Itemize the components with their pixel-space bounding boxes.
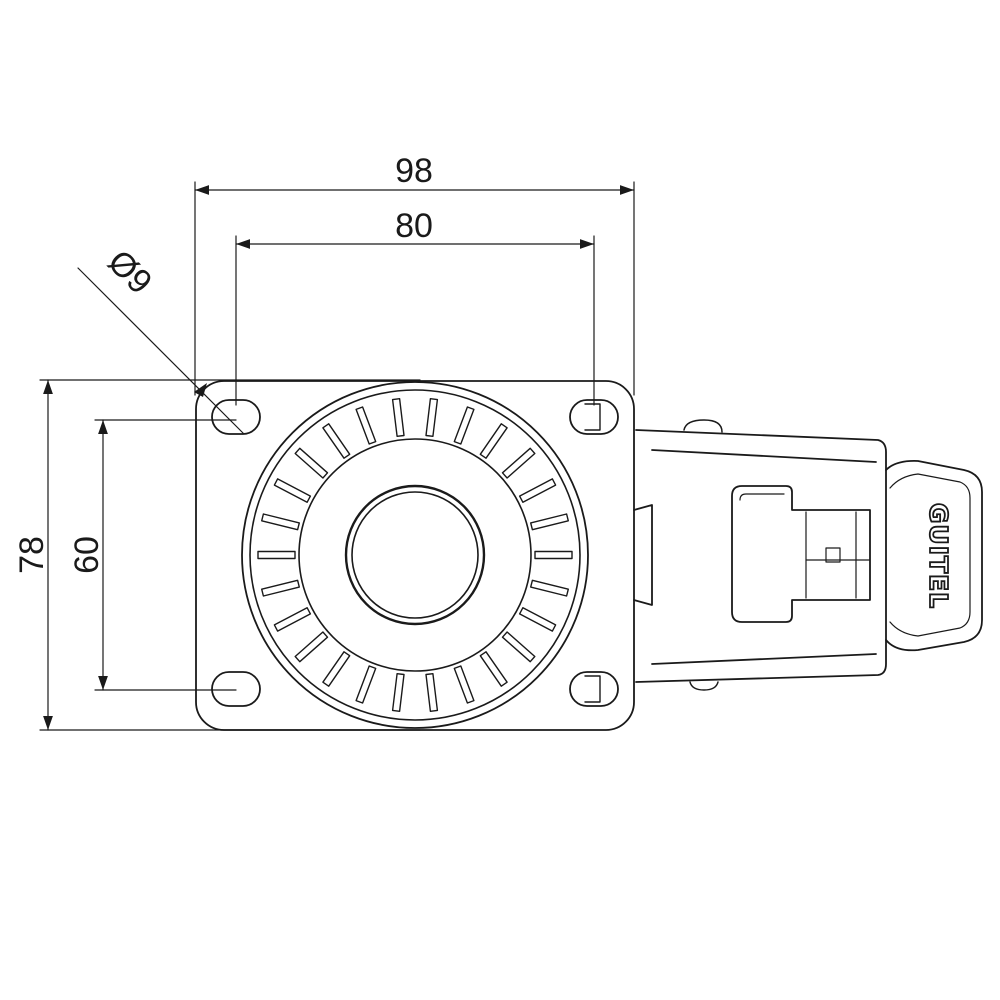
mount-hole-bottom-left	[211, 671, 261, 707]
wheel-rib	[425, 673, 439, 712]
mount-hole-top-right	[569, 399, 619, 435]
wheel-rib	[479, 651, 508, 687]
wheel-rib	[453, 406, 475, 445]
wheel-rib	[257, 550, 296, 560]
wheel-rib	[391, 398, 405, 437]
dimension-78-label: 78	[13, 536, 51, 574]
wheel-rib	[501, 447, 536, 479]
brake-assembly	[633, 419, 983, 691]
wheel-rib	[518, 607, 557, 632]
dimension-80-label: 80	[395, 207, 433, 245]
wheel-rib	[355, 665, 377, 704]
mounting-plate	[195, 380, 635, 731]
swivel-wheel	[241, 381, 589, 729]
wheel-ribs	[257, 398, 573, 712]
wheel-rib	[534, 550, 573, 560]
dimension-98-label: 98	[395, 152, 433, 190]
axle-hub-outer	[344, 484, 486, 626]
wheel-rib	[530, 579, 569, 597]
wheel-rib	[453, 665, 475, 704]
wheel-rib	[355, 406, 377, 445]
mount-hole-top-left	[211, 399, 261, 435]
wheel-rib	[391, 673, 405, 712]
wheel-rib	[261, 579, 300, 597]
wheel-rib	[425, 398, 439, 437]
brake-pedal	[885, 460, 983, 652]
wheel-rib	[273, 478, 312, 503]
axle-hub-inner	[351, 491, 479, 619]
dimension-60-label: 60	[68, 536, 106, 574]
hole-diameter-label: Ø9	[100, 243, 159, 302]
wheel-rib	[479, 423, 508, 459]
wheel-rib	[518, 478, 557, 503]
diameter-leader-line	[77, 267, 245, 435]
wheel-rib	[322, 651, 351, 687]
brand-logo-text: GUITEL	[924, 503, 953, 609]
wheel-rib	[273, 607, 312, 632]
brake-release-button	[731, 485, 871, 623]
inner-ring	[298, 438, 532, 672]
wheel-rib	[501, 631, 536, 663]
wheel-rib	[294, 631, 329, 663]
wheel-rib	[322, 423, 351, 459]
wheel-rib	[261, 513, 300, 531]
wheel-rib	[530, 513, 569, 531]
mount-hole-bottom-right	[569, 671, 619, 707]
wheel-rib	[294, 447, 329, 479]
